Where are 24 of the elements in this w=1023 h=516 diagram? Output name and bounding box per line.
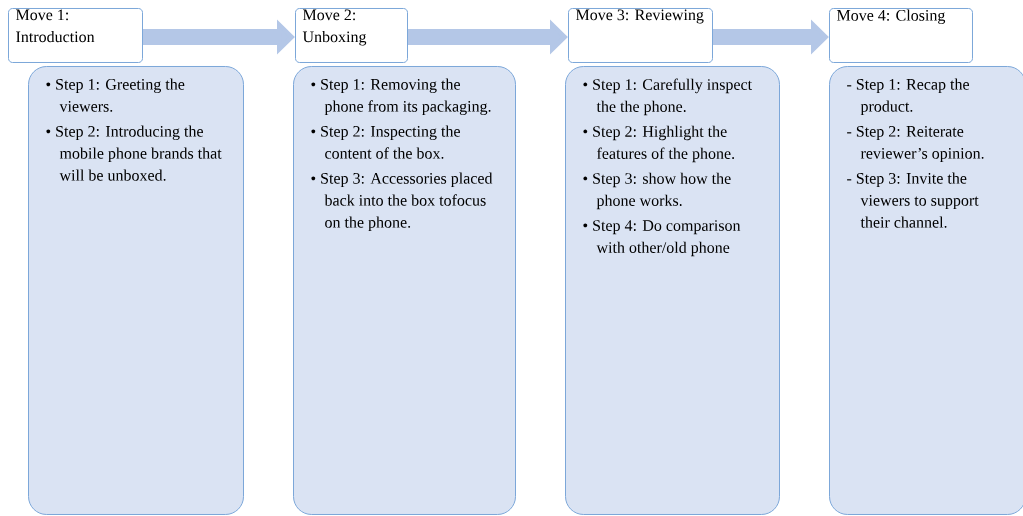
list-item: • Step 2: Highlight the features of the phone. [583,125,735,163]
list-item: • Step 2: Introducing the mobile phone brands that will be unboxed. [46,125,222,181]
move-box [295,8,408,63]
step-card [293,66,516,515]
list-item: • Step 1: Greeting the viewers. [46,78,185,112]
list-item: • Step 2: Inspecting the content of the box. [311,125,460,159]
move-title: Move 2: Unboxing [302,9,367,46]
move-title: Move 1: Introduction [15,9,95,43]
list-item: - Step 2: Reiterate reviewer’s opinion. [847,126,984,162]
list-item: • Step 1: Removing the phone from its packaging. [311,78,491,116]
list-item: • Step 3: show how the phone works. [583,172,731,210]
list-item: • Step 1: Carefully inspect the the phone. [583,78,752,116]
step-card [28,66,244,515]
move-box [8,8,143,63]
move-title: Move 3: Reviewing [575,9,704,24]
list-item: - Step 3: Invite the viewers to support their channel. [847,172,979,228]
move-box [568,8,713,63]
step-card [829,66,1023,515]
list-item: • Step 4: Do comparison with other/old phone [583,220,741,257]
move-title: Move 4: Closing [836,9,946,25]
list-item: • Step 3: Accessories placed back into the box tofocus on the phone. [311,172,493,231]
list-item: - Step 1: Recap the product. [847,78,969,115]
step-card [565,66,780,515]
move-box [829,8,973,63]
